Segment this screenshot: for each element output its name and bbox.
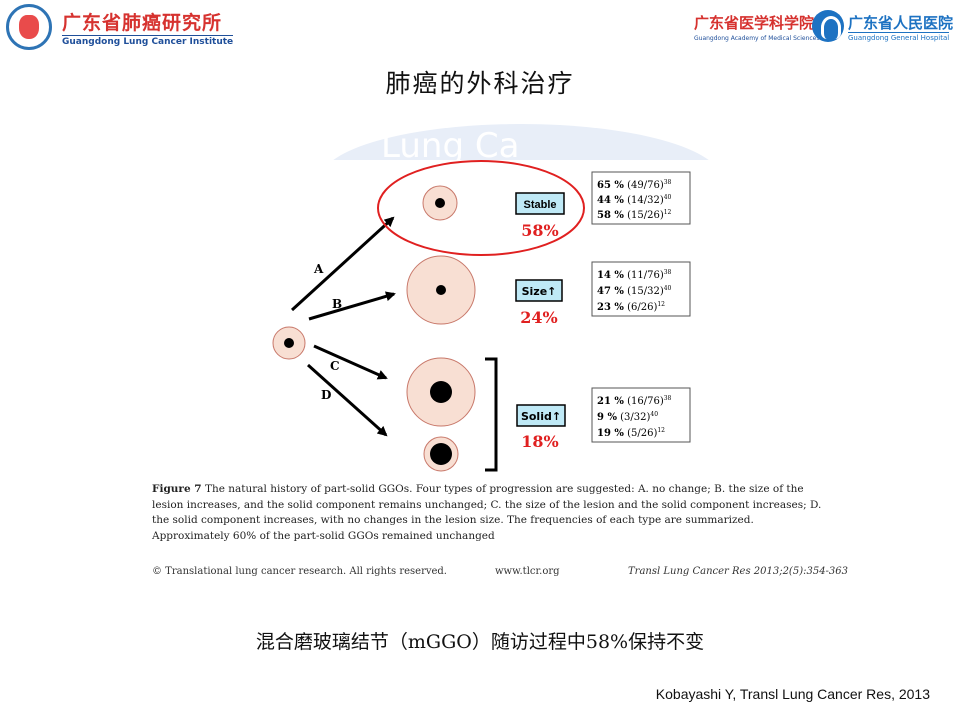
svg-text:21 % (16/76)38: 21 % (16/76)38	[597, 395, 672, 407]
institute-name-en: Guangdong Lung Cancer Institute	[62, 35, 234, 47]
svg-text:19 % (5/26)12: 19 % (5/26)12	[597, 427, 665, 439]
source-citation: Kobayashi Y, Transl Lung Cancer Res, 201…	[655, 686, 930, 702]
institute-emblem-icon	[6, 4, 52, 50]
size-table: 14 % (11/76)38 47 % (15/32)40 23 % (6/26…	[591, 261, 691, 317]
path-label-b: B	[332, 297, 342, 311]
svg-text:44 % (14/32)40: 44 % (14/32)40	[597, 194, 672, 206]
size-increase-lesion	[406, 255, 476, 325]
academy-name-en: Guangdong Academy of Medical Sciences	[694, 35, 820, 42]
size-percent: 24%	[520, 308, 557, 327]
solid-label: Solid↑	[521, 410, 561, 423]
svg-text:14 % (11/76)38: 14 % (11/76)38	[597, 269, 672, 281]
solid-row2-ref: 40	[650, 411, 658, 418]
arrow-d	[306, 363, 388, 437]
stable-row2-ref: 40	[664, 194, 672, 201]
arrow-a	[290, 216, 395, 312]
solid-row2-pct: 9 %	[597, 412, 617, 423]
hospital-name-en: Guangdong General Hospital	[848, 32, 950, 42]
hospital-logo: 广东省人民医院 Guangdong General Hospital	[812, 10, 954, 50]
journal-reference: Transl Lung Cancer Res 2013;2(5):354-363	[628, 566, 849, 577]
stable-row1-ref: 38	[664, 179, 672, 186]
solid-row3-pct: 19 %	[597, 428, 624, 439]
progression-diagram: A B C D Stable Si	[272, 160, 691, 472]
origin-lesion	[272, 326, 306, 360]
size-row3-frac: (6/26)	[627, 302, 657, 313]
figure-panel: Lung Ca A B C D	[96, 110, 866, 595]
slide-title: 肺癌的外科治疗	[385, 69, 575, 98]
stable-lesion	[422, 185, 458, 221]
solid-percent: 18%	[521, 432, 558, 451]
size-row2-pct: 47 %	[597, 286, 624, 297]
size-label: Size↑	[522, 285, 557, 298]
solid-row1-frac: (16/76)	[627, 396, 664, 407]
journal-watermark: Lung Ca	[321, 124, 721, 160]
stable-row2-pct: 44 %	[597, 195, 624, 206]
stable-row2-frac: (14/32)	[627, 195, 664, 206]
size-label-box: Size↑	[515, 279, 563, 302]
academy-logo: 广东省医学科学院 Guangdong Academy of Medical Sc…	[694, 12, 820, 46]
svg-text:47 % (15/32)40: 47 % (15/32)40	[597, 285, 672, 297]
solid-row3-frac: (5/26)	[627, 428, 657, 439]
hospital-emblem-icon	[812, 10, 844, 42]
size-row3-pct: 23 %	[597, 302, 624, 313]
stable-row3-ref: 12	[664, 209, 672, 216]
academy-name-cn: 广东省医学科学院	[694, 14, 815, 32]
solid-label-box: Solid↑	[516, 404, 566, 427]
watermark-text: Lung Ca	[381, 126, 520, 160]
solid-increase-lesion-large	[406, 357, 476, 427]
svg-text:9 % (3/32)40: 9 % (3/32)40	[597, 411, 658, 423]
solid-row3-ref: 12	[657, 427, 665, 434]
solid-table: 21 % (16/76)38 9 % (3/32)40 19 % (5/26)1…	[591, 387, 691, 443]
stable-label-box: Stable	[515, 192, 565, 215]
institute-name-cn: 广东省肺癌研究所	[62, 12, 223, 34]
stable-percent: 58%	[521, 221, 558, 240]
size-row3-ref: 12	[657, 301, 665, 308]
journal-url: www.tlcr.org	[495, 566, 560, 577]
caption-label: Figure 7	[152, 483, 202, 495]
stable-row1-frac: (49/76)	[627, 180, 664, 191]
solid-row2-frac: (3/32)	[620, 412, 650, 423]
solid-group-bracket	[485, 357, 498, 472]
figure-caption: Figure 7 The natural history of part-sol…	[152, 482, 822, 544]
arrow-c	[313, 344, 388, 380]
copyright-notice: © Translational lung cancer research. Al…	[152, 566, 447, 577]
guangdong-lung-cancer-institute-logo: 广东省肺癌研究所 Guangdong Lung Cancer Institute	[6, 4, 234, 54]
stable-row3-frac: (15/26)	[627, 210, 664, 221]
stable-table: 65 % (49/76)38 44 % (14/32)40 58 % (15/2…	[591, 171, 691, 225]
stable-row3-pct: 58 %	[597, 210, 624, 221]
solid-row1-pct: 21 %	[597, 396, 624, 407]
svg-text:65 % (49/76)38: 65 % (49/76)38	[597, 179, 672, 191]
path-label-c: C	[330, 359, 340, 373]
stable-label: Stable	[523, 199, 556, 211]
path-label-a: A	[313, 262, 324, 276]
caption-text: The natural history of part-solid GGOs. …	[152, 483, 822, 542]
stable-row1-pct: 65 %	[597, 180, 624, 191]
size-row2-frac: (15/32)	[627, 286, 664, 297]
size-row2-ref: 40	[664, 285, 672, 292]
arrow-b	[308, 291, 396, 321]
path-label-d: D	[321, 388, 331, 402]
summary-statement: 混合磨玻璃结节（mGGO）随访过程中58%保持不变	[255, 631, 705, 653]
solid-row1-ref: 38	[664, 395, 672, 402]
svg-text:23 % (6/26)12: 23 % (6/26)12	[597, 301, 665, 313]
hospital-name-cn: 广东省人民医院	[848, 14, 954, 32]
solid-increase-lesion-small	[423, 436, 459, 472]
size-row1-pct: 14 %	[597, 270, 624, 281]
stable-highlight-ellipse	[377, 160, 585, 256]
svg-text:58 % (15/26)12: 58 % (15/26)12	[597, 209, 672, 221]
size-row1-frac: (11/76)	[627, 270, 664, 281]
size-row1-ref: 38	[664, 269, 672, 276]
